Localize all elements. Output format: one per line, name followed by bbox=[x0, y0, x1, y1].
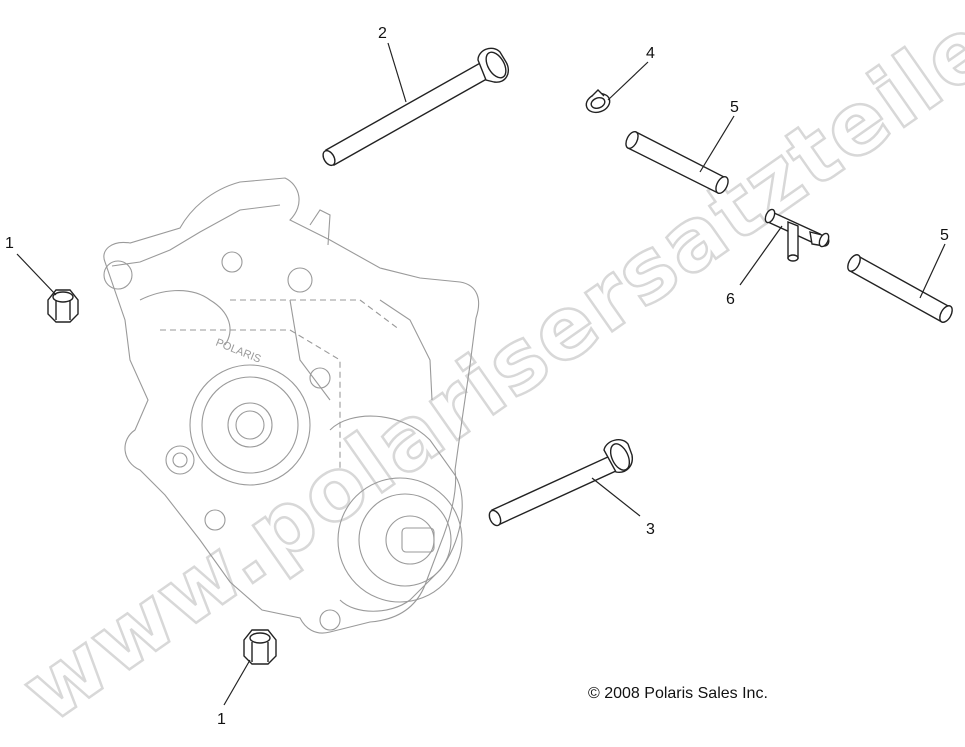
vent-hose-lower bbox=[847, 254, 953, 323]
tee-fitting bbox=[764, 208, 830, 262]
vent-hose-upper bbox=[625, 130, 729, 195]
callout-lower-bolt: 3 bbox=[646, 521, 655, 538]
callout-nut-bottom: 1 bbox=[217, 711, 226, 728]
hose-clamp bbox=[585, 89, 611, 114]
callout-nut-top: 1 bbox=[5, 235, 14, 252]
callout-hose-upper: 5 bbox=[730, 99, 739, 116]
nut-bottom bbox=[243, 629, 277, 665]
housing-brand-text: POLARIS bbox=[214, 337, 263, 366]
nut-top bbox=[47, 289, 79, 323]
callout-long-bolt: 2 bbox=[378, 25, 387, 42]
svg-text:www.polarisersatzteile.de: www.polarisersatzteile.de bbox=[5, 0, 965, 742]
lower-bolt bbox=[488, 439, 633, 527]
callout-clamp: 4 bbox=[646, 45, 655, 62]
long-bolt bbox=[322, 47, 510, 167]
callout-tee-fitting: 6 bbox=[726, 291, 735, 308]
callout-hose-lower: 5 bbox=[940, 227, 949, 244]
copyright-notice: © 2008 Polaris Sales Inc. bbox=[588, 685, 768, 702]
leader-lines bbox=[16, 42, 946, 706]
watermark: www.polarisersatzteile.de bbox=[3, 0, 965, 743]
